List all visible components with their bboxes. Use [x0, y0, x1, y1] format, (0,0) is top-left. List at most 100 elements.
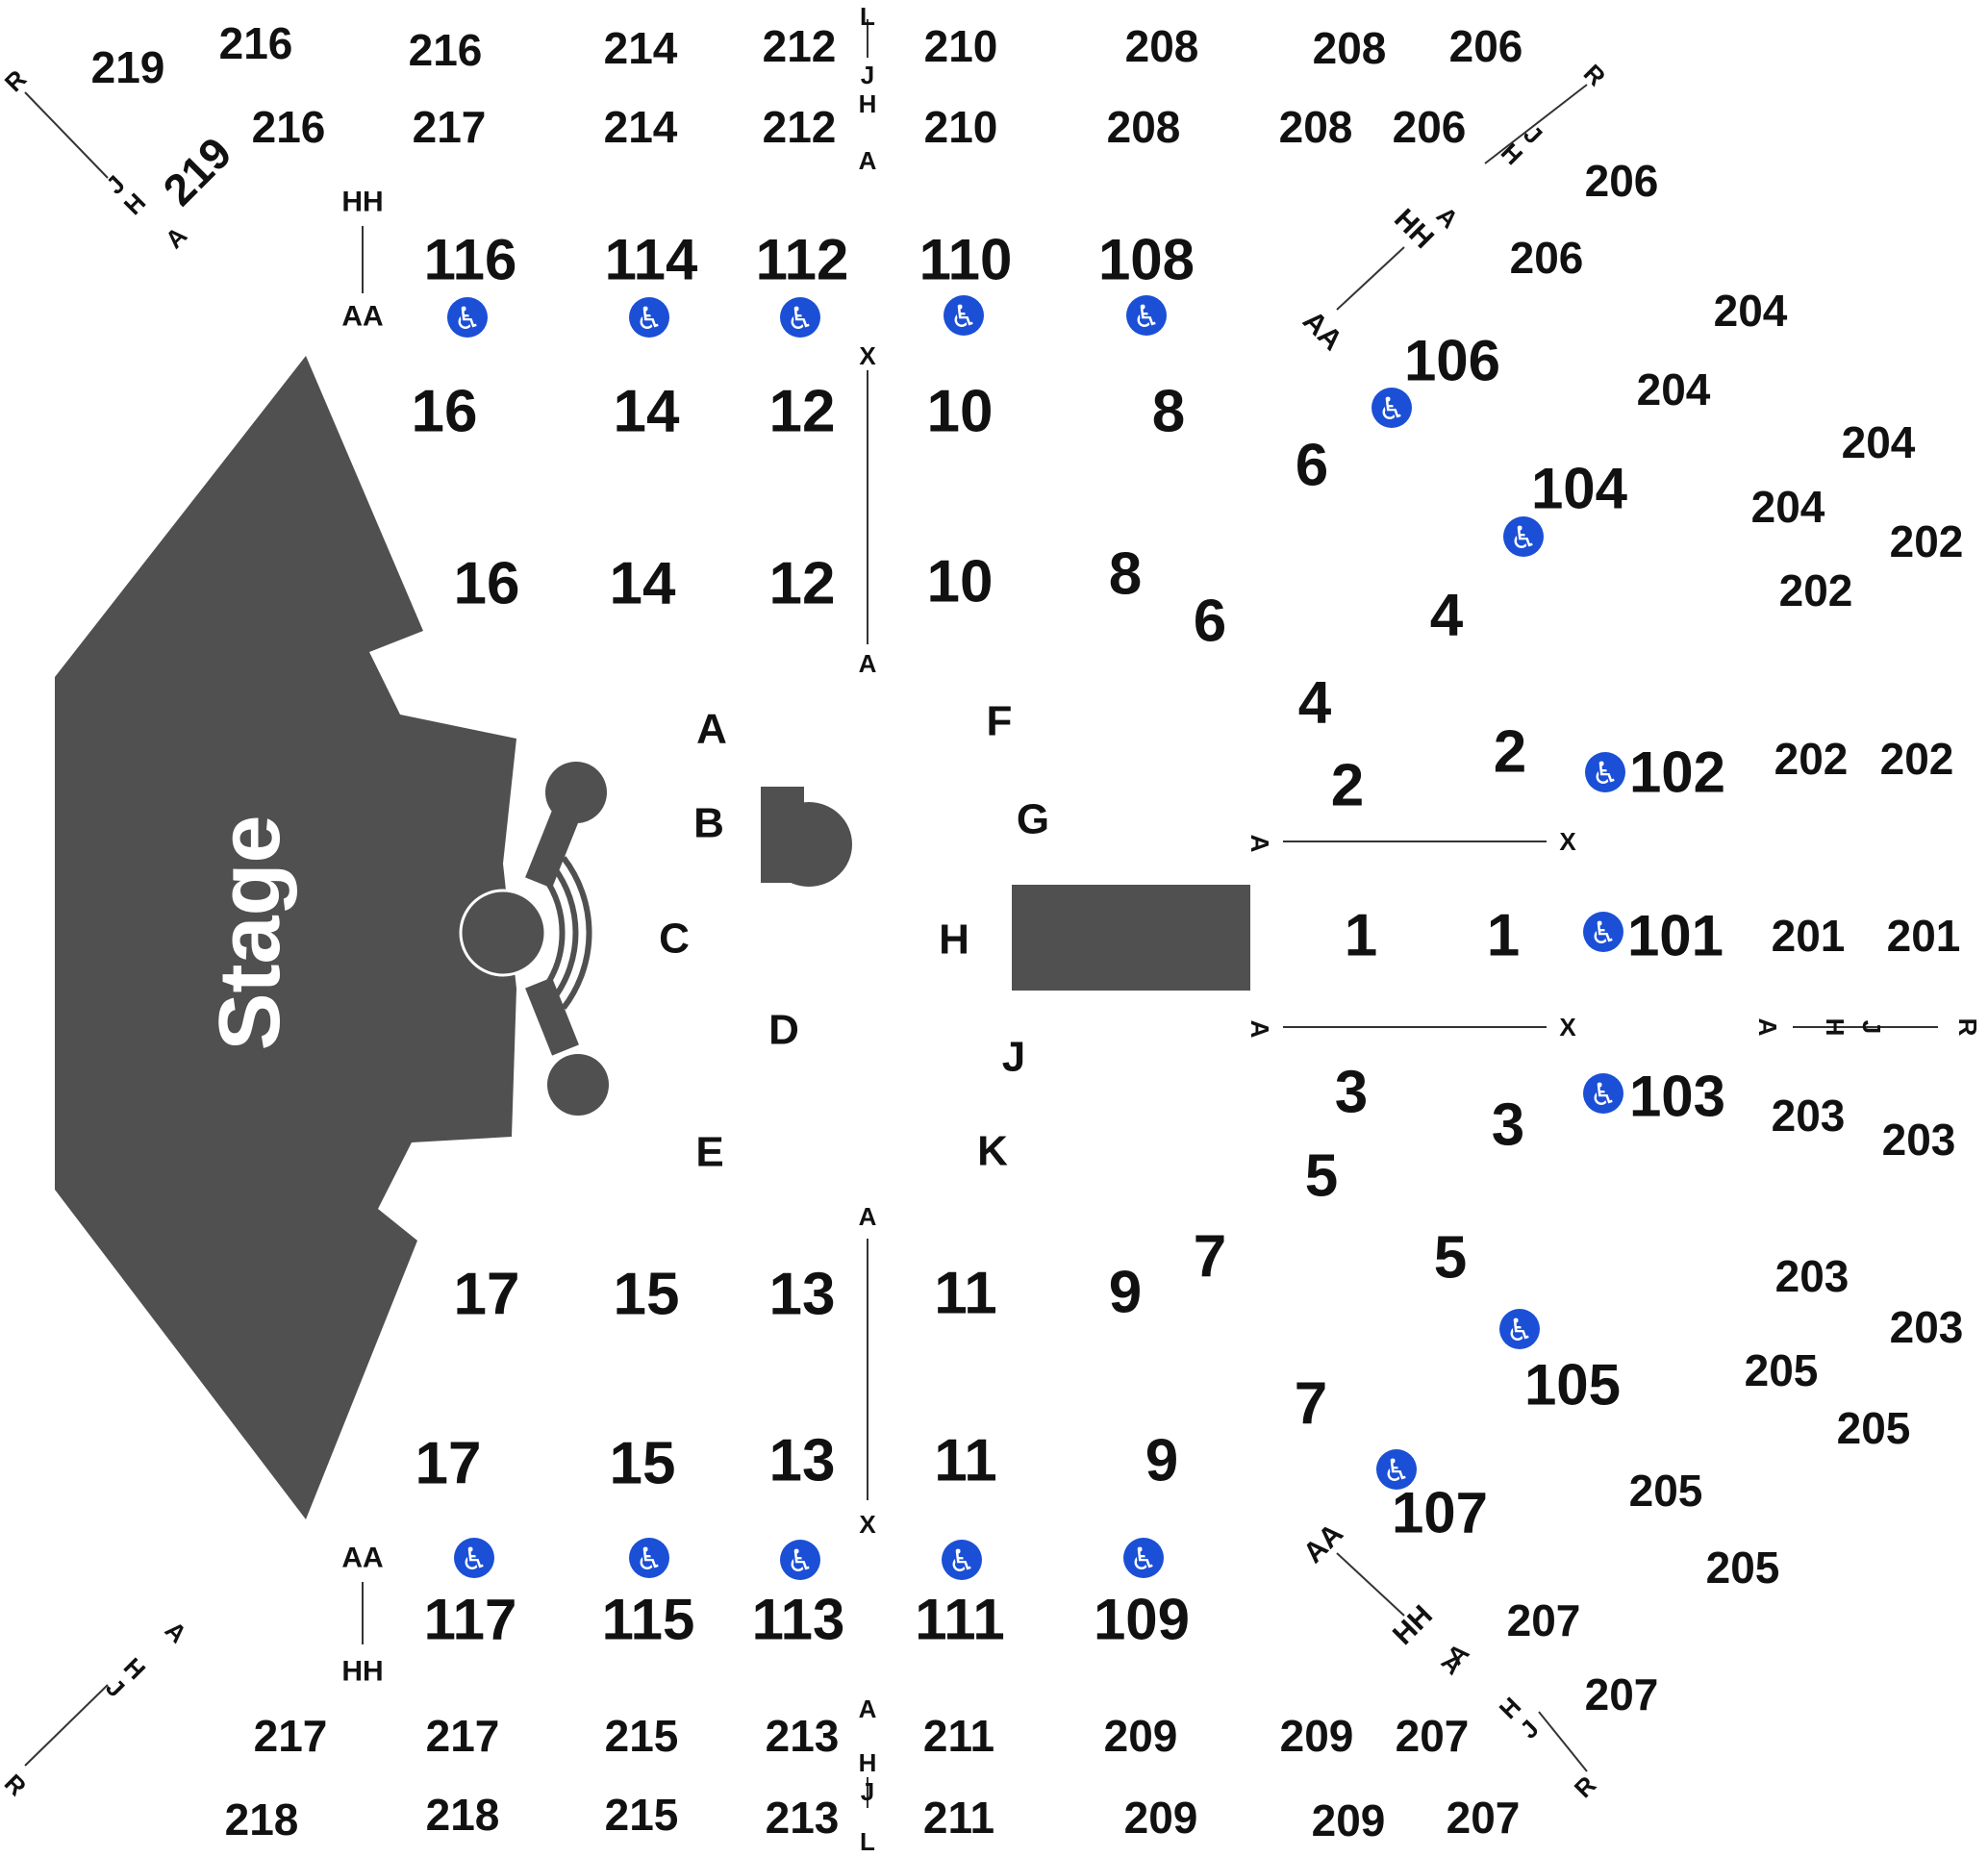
- section-205[interactable]: 205: [1745, 1345, 1819, 1395]
- section-107[interactable]: 107: [1392, 1481, 1488, 1545]
- section-114[interactable]: 114: [605, 228, 698, 292]
- section-H[interactable]: H: [939, 916, 969, 964]
- wheelchair-icon[interactable]: ♿: [1583, 912, 1623, 952]
- section-202[interactable]: 202: [1779, 565, 1853, 615]
- wheelchair-icon[interactable]: ♿: [942, 1540, 982, 1580]
- section-204[interactable]: 204: [1842, 417, 1916, 467]
- wheelchair-icon[interactable]: ♿: [944, 295, 984, 336]
- section-13[interactable]: 13: [769, 1428, 836, 1494]
- section-203[interactable]: 203: [1890, 1302, 1964, 1352]
- section-C[interactable]: C: [659, 916, 690, 963]
- wheelchair-icon[interactable]: ♿: [629, 1538, 669, 1578]
- section-209[interactable]: 209: [1124, 1793, 1198, 1843]
- wheelchair-icon[interactable]: ♿: [1123, 1538, 1164, 1578]
- section-1[interactable]: 1: [1487, 903, 1520, 969]
- section-7[interactable]: 7: [1295, 1371, 1327, 1438]
- section-203[interactable]: 203: [1775, 1251, 1850, 1301]
- section-106[interactable]: 106: [1404, 329, 1500, 393]
- section-6[interactable]: 6: [1296, 433, 1328, 499]
- section-G[interactable]: G: [1017, 796, 1049, 843]
- section-A[interactable]: A: [696, 706, 727, 753]
- section-9[interactable]: 9: [1145, 1428, 1178, 1494]
- section-115[interactable]: 115: [602, 1588, 695, 1652]
- wheelchair-icon[interactable]: ♿: [1371, 388, 1412, 428]
- section-217[interactable]: 217: [426, 1711, 500, 1761]
- section-207[interactable]: 207: [1585, 1669, 1659, 1719]
- section-210[interactable]: 210: [924, 21, 998, 71]
- section-211[interactable]: 211: [923, 1793, 994, 1843]
- section-215[interactable]: 215: [605, 1790, 679, 1840]
- wheelchair-icon[interactable]: ♿: [1499, 1309, 1540, 1349]
- section-101[interactable]: 101: [1627, 904, 1724, 968]
- section-203[interactable]: 203: [1772, 1091, 1846, 1141]
- section-214[interactable]: 214: [604, 23, 678, 73]
- section-3[interactable]: 3: [1492, 1092, 1524, 1159]
- section-8[interactable]: 8: [1152, 379, 1185, 445]
- section-9[interactable]: 9: [1109, 1260, 1142, 1326]
- wheelchair-icon[interactable]: ♿: [447, 297, 488, 338]
- section-208[interactable]: 208: [1279, 102, 1353, 152]
- section-217[interactable]: 217: [254, 1711, 328, 1761]
- section-B[interactable]: B: [693, 800, 724, 847]
- section-203[interactable]: 203: [1882, 1115, 1956, 1165]
- section-17[interactable]: 17: [415, 1431, 482, 1497]
- section-216[interactable]: 216: [219, 18, 293, 68]
- wheelchair-icon[interactable]: ♿: [1126, 295, 1167, 336]
- section-112[interactable]: 112: [756, 228, 849, 292]
- section-206[interactable]: 206: [1393, 102, 1467, 152]
- section-E[interactable]: E: [695, 1129, 723, 1176]
- section-206[interactable]: 206: [1510, 233, 1584, 283]
- section-207[interactable]: 207: [1396, 1711, 1470, 1761]
- section-7[interactable]: 7: [1194, 1224, 1226, 1291]
- section-211[interactable]: 211: [923, 1711, 994, 1761]
- section-5[interactable]: 5: [1305, 1143, 1338, 1210]
- section-11[interactable]: 11: [934, 1261, 997, 1327]
- section-205[interactable]: 205: [1837, 1403, 1911, 1453]
- section-116[interactable]: 116: [424, 228, 517, 292]
- section-209[interactable]: 209: [1104, 1711, 1178, 1761]
- section-205[interactable]: 205: [1629, 1466, 1703, 1516]
- section-110[interactable]: 110: [919, 228, 1013, 292]
- section-6[interactable]: 6: [1194, 589, 1226, 655]
- section-14[interactable]: 14: [610, 551, 676, 617]
- section-216[interactable]: 217: [413, 102, 487, 152]
- section-202[interactable]: 202: [1890, 516, 1964, 566]
- section-2[interactable]: 2: [1331, 753, 1364, 819]
- section-204[interactable]: 204: [1714, 286, 1788, 336]
- section-204[interactable]: 204: [1751, 482, 1825, 532]
- wheelchair-icon[interactable]: ♿: [1585, 752, 1625, 792]
- section-201[interactable]: 201: [1887, 911, 1961, 961]
- section-12[interactable]: 12: [769, 379, 836, 445]
- section-217[interactable]: 218: [426, 1790, 500, 1840]
- section-206[interactable]: 206: [1449, 21, 1523, 71]
- section-206[interactable]: 206: [1585, 156, 1659, 206]
- section-J[interactable]: J: [1002, 1034, 1025, 1081]
- section-12[interactable]: 12: [769, 551, 836, 617]
- section-3[interactable]: 3: [1335, 1060, 1368, 1126]
- section-104[interactable]: 104: [1531, 457, 1628, 521]
- section-207[interactable]: 207: [1507, 1595, 1581, 1645]
- wheelchair-icon[interactable]: ♿: [780, 297, 820, 338]
- section-209[interactable]: 209: [1312, 1795, 1386, 1845]
- wheelchair-icon[interactable]: ♿: [454, 1538, 494, 1578]
- section-207[interactable]: 207: [1447, 1793, 1521, 1843]
- section-16[interactable]: 16: [412, 379, 478, 445]
- section-15[interactable]: 15: [610, 1431, 676, 1497]
- section-208[interactable]: 208: [1313, 23, 1387, 73]
- section-109[interactable]: 109: [1094, 1588, 1190, 1652]
- section-10[interactable]: 10: [927, 549, 994, 615]
- section-212[interactable]: 212: [763, 21, 837, 71]
- section-204[interactable]: 204: [1637, 364, 1711, 414]
- section-202[interactable]: 202: [1880, 734, 1954, 784]
- section-208[interactable]: 208: [1125, 21, 1199, 71]
- wheelchair-icon[interactable]: ♿: [780, 1540, 820, 1580]
- section-K[interactable]: K: [977, 1128, 1008, 1175]
- section-218[interactable]: 219: [91, 42, 165, 92]
- section-108[interactable]: 108: [1098, 228, 1195, 292]
- section-15[interactable]: 15: [614, 1262, 680, 1328]
- section-213[interactable]: 213: [766, 1793, 840, 1843]
- section-113[interactable]: 113: [752, 1588, 845, 1652]
- section-13[interactable]: 13: [769, 1262, 836, 1328]
- section-209[interactable]: 209: [1280, 1711, 1354, 1761]
- section-105[interactable]: 105: [1524, 1353, 1621, 1418]
